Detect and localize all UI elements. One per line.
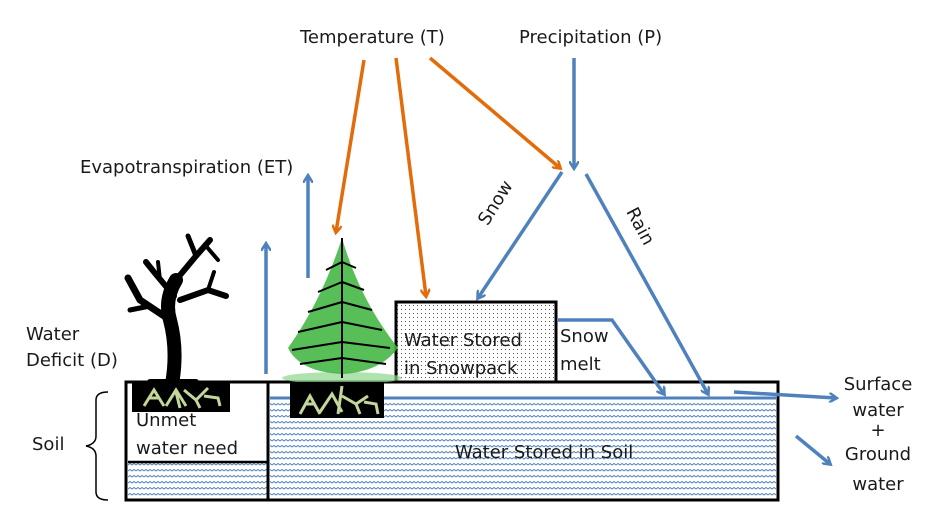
- precipitation-label: Precipitation (P): [519, 27, 663, 48]
- surface-water-label-line1: Surface: [843, 374, 913, 395]
- surface-water-arrow: [733, 390, 836, 398]
- pine-tree-icon: [282, 238, 402, 384]
- temperature-arrows: [336, 56, 560, 296]
- water-arrows: [266, 58, 836, 464]
- deficit-soil-water: [128, 462, 268, 498]
- unmet-need-label-line1: Unmet: [136, 410, 197, 431]
- snow-arrow: [478, 171, 564, 298]
- snowpack-label-line2: in Snowpack: [404, 358, 518, 379]
- evapotranspiration-label: Evapotranspiration (ET): [80, 157, 294, 178]
- surface-water-label-line2: water: [852, 400, 904, 421]
- snowmelt-label-line1: Snow: [560, 326, 609, 347]
- unmet-need-label-line2: water need: [136, 438, 238, 459]
- snowmelt-arrow: [558, 318, 664, 394]
- plus-label: +: [870, 420, 886, 441]
- water-deficit-label-line2: Deficit (D): [26, 350, 118, 371]
- ground-water-arrow: [794, 434, 830, 464]
- soil-label: Soil: [32, 434, 65, 455]
- temp-to-tree-arrow: [336, 59, 366, 232]
- rain-arrow: [584, 173, 708, 394]
- soil-storage-label: Water Stored in Soil: [455, 442, 634, 463]
- snowpack-box: [394, 300, 558, 384]
- temp-to-partition-arrow: [428, 56, 560, 168]
- temp-to-snowpack-arrow: [394, 57, 426, 296]
- dead-tree-roots-icon: [142, 386, 222, 409]
- ground-water-label-line2: water: [852, 474, 904, 495]
- dead-tree-icon: [124, 233, 229, 391]
- soil-brace: [85, 391, 109, 501]
- water-deficit-label-line1: Water: [26, 324, 80, 345]
- pine-roots-icon: [298, 385, 380, 415]
- temperature-label: Temperature (T): [300, 27, 445, 48]
- ground-water-label-line1: Ground: [844, 444, 912, 465]
- snowmelt-label-line2: melt: [560, 354, 601, 375]
- snowpack-label-line1: Water Stored: [404, 330, 522, 351]
